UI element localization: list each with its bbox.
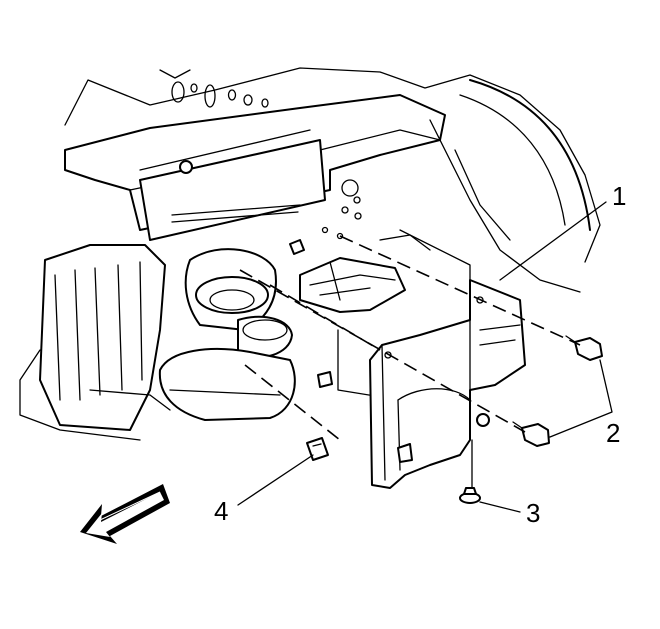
- splash-shield: [369, 279, 526, 489]
- leader-lines: [237, 201, 613, 513]
- shield-bolts: [512, 335, 603, 447]
- alignment-lines: [239, 235, 581, 441]
- nut-clip: [306, 371, 333, 461]
- frame-rail-assembly: [19, 67, 601, 441]
- callout-3: 3: [526, 498, 540, 528]
- push-pin-retainer: [459, 439, 481, 504]
- callout-4: 4: [214, 496, 228, 526]
- callout-1: 1: [612, 181, 626, 211]
- front-direction-arrow-icon: [80, 484, 170, 544]
- callout-2: 2: [606, 418, 620, 448]
